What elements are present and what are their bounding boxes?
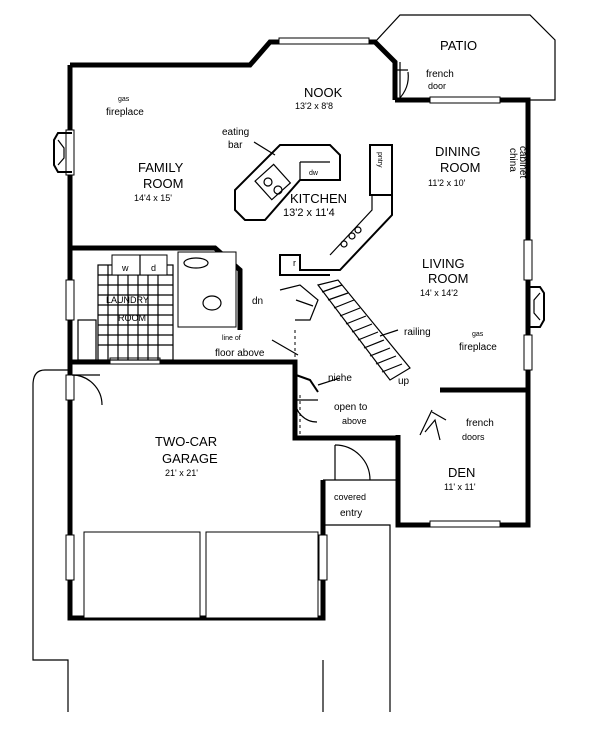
living-room-label-1: LIVING	[422, 256, 465, 271]
staircase	[279, 279, 411, 381]
eating-bar-note-1: eating	[222, 127, 249, 138]
dining-room-dim: 11'2 x 10'	[428, 178, 466, 188]
family-room-label-1: FAMILY	[138, 160, 184, 175]
dining-room-label-1: DINING	[435, 144, 481, 159]
gas-fireplace-family-1: gas	[118, 96, 130, 103]
kitchen-label: KITCHEN	[290, 191, 347, 206]
living-room-dim: 14' x 14'2	[420, 288, 458, 298]
living-fireplace	[526, 286, 545, 328]
french-doors-note-2: doors	[462, 432, 485, 442]
open-to-note-1: open to	[334, 402, 368, 413]
washer-note: w	[121, 263, 129, 273]
family-room-dim: 14'4 x 15'	[134, 193, 172, 203]
french-door-note-1: french	[426, 69, 454, 80]
family-fireplace	[53, 132, 72, 173]
garage-dim: 21' x 21'	[165, 468, 198, 478]
french-door-note-2: door	[428, 81, 446, 91]
windows	[65, 37, 533, 581]
den-label: DEN	[448, 465, 475, 480]
french-door-patio	[395, 62, 409, 101]
garage-label-1: TWO-CAR	[155, 434, 217, 449]
family-room-label-2: ROOM	[143, 176, 183, 191]
laundry-label-2: ROOM	[118, 313, 146, 323]
niche	[295, 374, 319, 393]
french-doors-note-1: french	[466, 418, 494, 429]
nook-dim: 13'2 x 8'8	[295, 101, 333, 111]
kitchen-counter	[279, 195, 393, 276]
niche-note: niche	[328, 373, 352, 384]
pantry-note: pntry	[376, 152, 383, 168]
floor-above-line	[294, 330, 301, 438]
laundry-label-1: LAUNDRY	[106, 295, 149, 305]
covered-entry-note-1: covered	[334, 492, 366, 502]
den-dim: 11' x 11'	[444, 482, 476, 492]
dishwasher-note: dw	[309, 170, 319, 177]
refrigerator-note: r	[293, 258, 296, 268]
living-room-label-2: ROOM	[428, 271, 468, 286]
garage-doors	[83, 531, 319, 619]
laundry-grid	[77, 251, 237, 361]
open-to-note-2: above	[342, 416, 367, 426]
leader-lines	[253, 141, 447, 421]
up-note: up	[398, 376, 410, 387]
dining-room-label-2: ROOM	[440, 160, 480, 175]
china-cabinet-note-1: china	[507, 148, 518, 172]
gas-fireplace-living-1: gas	[472, 331, 484, 338]
line-of-note-1: line of	[222, 335, 241, 342]
driveway-outline	[32, 369, 391, 712]
patio-label: PATIO	[440, 38, 477, 53]
down-note: dn	[252, 296, 263, 307]
patio-outline	[374, 14, 556, 101]
covered-entry-note-2: entry	[340, 508, 362, 519]
garage-door-swing	[71, 374, 318, 423]
gas-fireplace-family-2: fireplace	[106, 107, 144, 118]
garage-label-2: GARAGE	[162, 451, 218, 466]
dryer-note: d	[151, 263, 156, 273]
kitchen-island	[234, 144, 341, 221]
french-doors-den	[419, 409, 441, 441]
entry-door	[323, 444, 398, 481]
nook-label: NOOK	[304, 85, 343, 100]
china-cabinet-note-2: cabinet	[517, 146, 528, 178]
kitchen-dim: 13'2 x 11'4	[283, 207, 335, 219]
line-of-note-2: floor above	[215, 348, 265, 359]
pantry	[369, 144, 393, 196]
eating-bar-note-2: bar	[228, 140, 243, 151]
railing-note: railing	[404, 327, 431, 338]
gas-fireplace-living-2: fireplace	[459, 342, 497, 353]
